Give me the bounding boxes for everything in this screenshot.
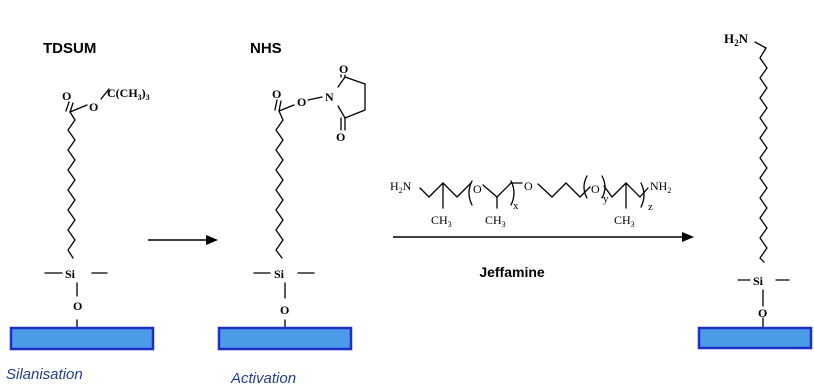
nhs-ring-o-top: O (339, 62, 348, 76)
jeff-o3: O (591, 182, 600, 196)
nhs-chain (274, 96, 323, 259)
jeff-o2: O (524, 179, 533, 193)
nhs-carbonyl-o: O (272, 87, 281, 101)
jeff-h2n: H2N (390, 179, 412, 195)
jeff-subscript-y: y (603, 193, 609, 205)
tdsum-ester-o: O (89, 100, 98, 114)
succinimide-ring (337, 74, 366, 131)
o-atom-2: O (280, 303, 289, 317)
jeff-subscript-z: z (648, 201, 653, 213)
arrow-silanisation-to-activation (148, 235, 218, 245)
substrate-3 (697, 326, 813, 350)
si-atom-1: Si (65, 267, 76, 281)
jeffamine-skeleton (419, 175, 649, 209)
jeff-o1: O (473, 182, 482, 196)
substrate-1 (9, 326, 155, 351)
label-activation: Activation (230, 370, 296, 385)
substrate-2 (217, 326, 353, 351)
o-atom-3: O (758, 306, 767, 320)
arrow-jeffamine (393, 232, 694, 242)
nhs-ester-o: O (297, 95, 306, 109)
tdsum-chain (65, 88, 110, 259)
jeff-subscript-x: x (513, 200, 519, 212)
jeff-nh2: NH2 (650, 179, 671, 195)
amine-h2n: H2N (724, 31, 749, 48)
nhs-n: N (325, 90, 334, 104)
label-nhs: NHS (250, 40, 282, 57)
nhs-ring-o-bottom: O (336, 130, 345, 144)
jeff-ch3-1: CH3 (431, 213, 452, 229)
jeff-ch3-3: CH3 (614, 213, 635, 229)
si-atom-3: Si (753, 274, 764, 288)
o-atom-1: O (73, 299, 82, 313)
jeffamine-grafted-chain (754, 41, 768, 263)
label-tdsum: TDSUM (43, 40, 96, 57)
label-silanisation: Silanisation (6, 366, 83, 383)
jeff-ch3-2: CH3 (485, 213, 506, 229)
label-jeffamine: Jeffamine (479, 264, 545, 280)
si-atom-2: Si (274, 267, 285, 281)
tdsum-carbonyl-o: O (62, 89, 71, 103)
tdsum-tbutyl: C(CH3)3 (107, 86, 150, 102)
